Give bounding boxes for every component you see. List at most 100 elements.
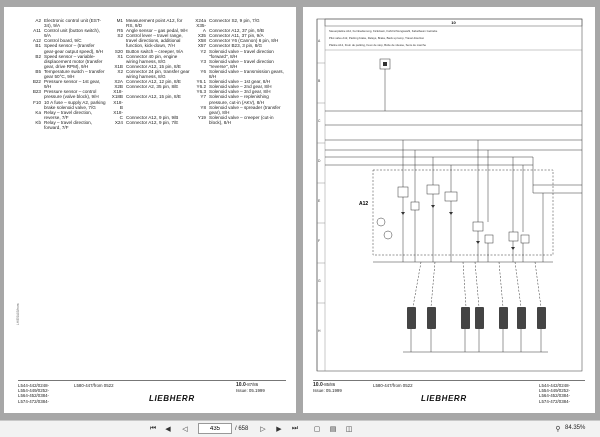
page-suffix: -85/86 [322,382,336,387]
legend-code: B [119,104,123,110]
legend-code: X58 [197,38,206,44]
legend-code: X24 [114,119,123,125]
legend-description: Connector A12, 15 pin, 8/E [126,94,181,100]
sheet-number: 10 [451,20,456,25]
legend-code: X35- [196,23,206,29]
header-line-fr: Platine A12, Frein de parking, Feux de s… [329,43,427,47]
legend-entry: X18- [106,100,190,105]
legend-code: X18B [111,94,123,100]
legend-entry: X18- [106,89,190,94]
legend-code: X1 [117,53,123,59]
model-line: L554-449/0252- [18,388,50,394]
last-page-icon[interactable]: ⏭ [291,425,299,432]
model-range: L580-447/from 0522 [74,383,114,388]
legend-code: Y7 [200,94,206,100]
header-line-en: Pilot valve A12, Parking brake, Relays, … [329,36,425,40]
legend-description: Solenoid valve – 3rd gear, 8/H [209,89,271,95]
issue-date: Issue: 05.1999 [313,388,342,394]
page-back-icon[interactable]: ◁ [182,426,188,433]
legend-code: S2 [117,33,123,39]
first-page-icon[interactable]: ⏮ [149,425,157,432]
previous-page-icon[interactable]: ◀ [165,426,171,433]
legend-code: Ka [35,109,41,115]
legend-code: Y6.3 [196,89,206,95]
zoom-level[interactable]: 84.35% [565,425,586,431]
row-letter-b: B [318,79,321,83]
legend-description: Control unit (button switch), 9/A [44,28,100,39]
continuous-view-icon[interactable]: ▤ [329,426,337,433]
legend-code: X18- [113,99,123,105]
legend-code: C [119,114,123,120]
legend-description: Angle sensor – gas pedal, 9/H [126,28,188,34]
legend-code: X18- [113,109,123,115]
page-navigator: / 658 [198,423,248,434]
two-page-view-icon[interactable]: ◫ [345,426,353,433]
issue-date: Issue: 05.1999 [236,388,265,394]
legend-description: Connector 40 pin, engine wiring harness,… [126,53,178,64]
legend-description: Solenoid valve – spreader (transfer gear… [209,104,281,115]
page-total: / 658 [235,425,249,432]
legend-code: X35 [197,33,206,39]
legend-entry: B [106,105,190,110]
legend-code: X24a [195,18,206,23]
legend-description: Solenoid valve – replenishing pressure, … [209,94,269,105]
legend-code: B5 [35,68,41,74]
zoom-icon[interactable]: ⚲ [555,426,561,433]
legend-description: Connector A12, 9 pin, 9/B [126,114,179,120]
legend-description: Solenoid valve – 1st gear, 8/H [209,79,271,85]
next-page-icon[interactable]: ▶ [276,426,282,433]
header-line-de: Steuerplatine A12, Fernbedienung, Kickdo… [329,29,438,33]
legend-description: Relay – travel direction, reverse, 7/F [44,109,93,120]
footer-rule [313,380,585,381]
legend-code: X2A [114,79,123,85]
legend-code: A2 [35,18,41,23]
row-letter-e: E [318,199,321,203]
legend-description: Solenoid valve – transmission gears, 8/H [209,68,284,80]
page-number-block: 10.0-85/86 Issue: 05.1999 [313,382,342,393]
single-page-view-icon[interactable]: ▢ [313,426,321,433]
legend-code: X57 [197,43,206,49]
legend-description: Control lever – travel range, travel dir… [126,33,183,49]
row-letter-h: H [318,329,321,333]
row-letter-f: F [318,239,321,243]
control-board-outline [372,169,554,256]
legend-code: X18- [113,89,123,95]
legend-code: F10 [33,99,41,105]
liebherr-logo: LIEBHERR [149,394,195,403]
legend-code: A11 [33,28,41,34]
wiring-schematic [316,18,583,372]
legend-code: S20 [114,48,123,54]
legend-description: Button switch – creeper, 9/A [126,48,184,54]
model-list: L544-442/0248- L554-449/0252- L564-452/0… [539,383,570,404]
model-line: L544-442/0248- [18,383,50,388]
document-code-vertical: LH/ES/ASifrom [16,303,20,325]
page-number-input[interactable] [198,423,232,434]
legend-description: Connector A12, 12 pin, 8/E [126,79,181,85]
legend-code: X2B [114,84,123,90]
page-forward-icon[interactable]: ▷ [260,426,266,433]
viewer-statusbar: ⏮ ◀ ◁ / 658 ▷ ▶ ⏭ ▢ ▤ ◫ ⚲ 84.35% [0,420,600,437]
row-letter-c: C [318,119,321,123]
legend-code: Y6.1 [196,79,206,85]
legend-description: Pressure sensor – 1st gear, 9/H [44,79,101,90]
legend-code: B1 [35,43,41,49]
row-letter-d: D [318,159,321,163]
